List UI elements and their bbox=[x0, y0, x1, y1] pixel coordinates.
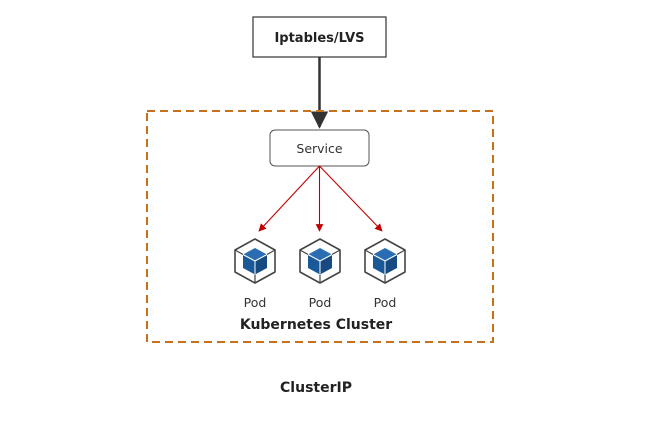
diagram-caption: ClusterIP bbox=[280, 380, 352, 396]
service-to-pod-3-arrow bbox=[319, 165, 383, 232]
pod-node-1: Pod bbox=[234, 238, 276, 310]
pod-cube-icon bbox=[299, 238, 341, 284]
iptables-lvs-label: Iptables/LVS bbox=[274, 31, 364, 46]
pod-node-2: Pod bbox=[299, 238, 341, 310]
service-label: Service bbox=[296, 141, 343, 156]
service-node: Service bbox=[269, 129, 370, 167]
kubernetes-cluster-label: Kubernetes Cluster bbox=[240, 317, 392, 333]
pod-cube-icon bbox=[234, 238, 276, 284]
service-to-pod-1-arrow bbox=[258, 165, 320, 232]
pod-label-3: Pod bbox=[374, 295, 397, 310]
iptables-lvs-node: Iptables/LVS bbox=[252, 16, 387, 58]
kubernetes-cluster-boundary bbox=[146, 110, 494, 343]
pod-label-1: Pod bbox=[244, 295, 267, 310]
pod-node-3: Pod bbox=[364, 238, 406, 310]
pod-label-2: Pod bbox=[309, 295, 332, 310]
iptables-lvs-box bbox=[252, 16, 387, 58]
pod-cube-icon bbox=[364, 238, 406, 284]
